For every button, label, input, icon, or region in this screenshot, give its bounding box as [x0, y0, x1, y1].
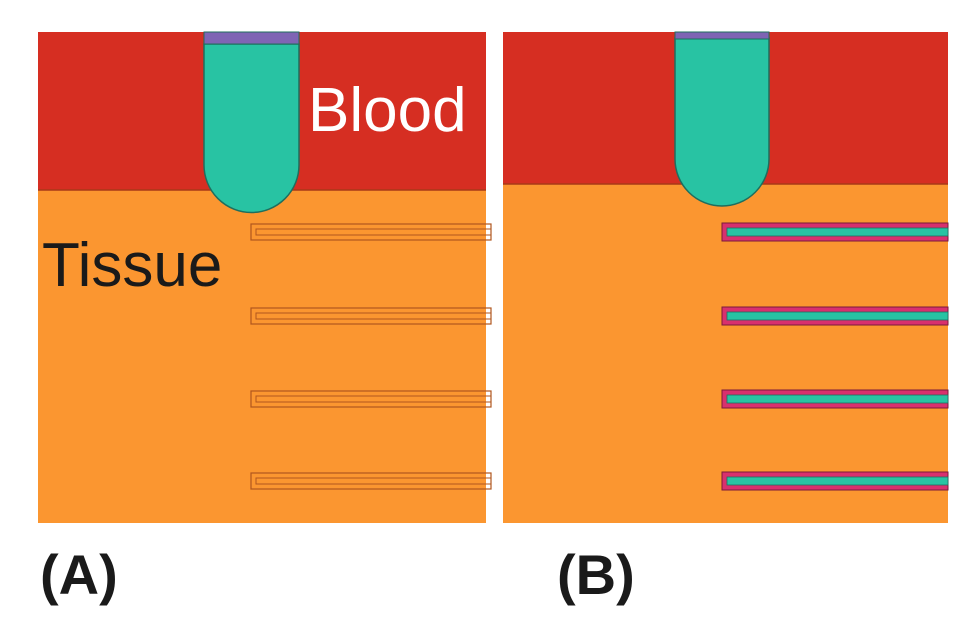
panel-b [503, 31, 949, 523]
panel-b-vessel [674, 37, 770, 207]
panel-b-channel [721, 222, 949, 242]
panel-a-channel [250, 472, 492, 490]
panel-b-channels [721, 222, 949, 491]
panel-a-vessel [203, 43, 300, 214]
panel-a-channels [250, 223, 492, 490]
panel-a-vessel-cap [203, 31, 300, 45]
panel-b-vessel-cap [674, 31, 770, 40]
panel-b-channel [721, 389, 949, 409]
tissue-label: Tissue [42, 231, 222, 300]
panel-b-channel [721, 306, 949, 326]
panel-a: Blood Tissue [38, 31, 492, 523]
blood-label: Blood [308, 76, 467, 145]
panel-b-label: (B) [557, 543, 635, 606]
panel-a-label: (A) [40, 543, 118, 606]
panel-b-channel [721, 471, 949, 491]
panel-a-channel [250, 223, 492, 241]
panel-a-channel [250, 390, 492, 408]
panel-a-channel [250, 307, 492, 325]
